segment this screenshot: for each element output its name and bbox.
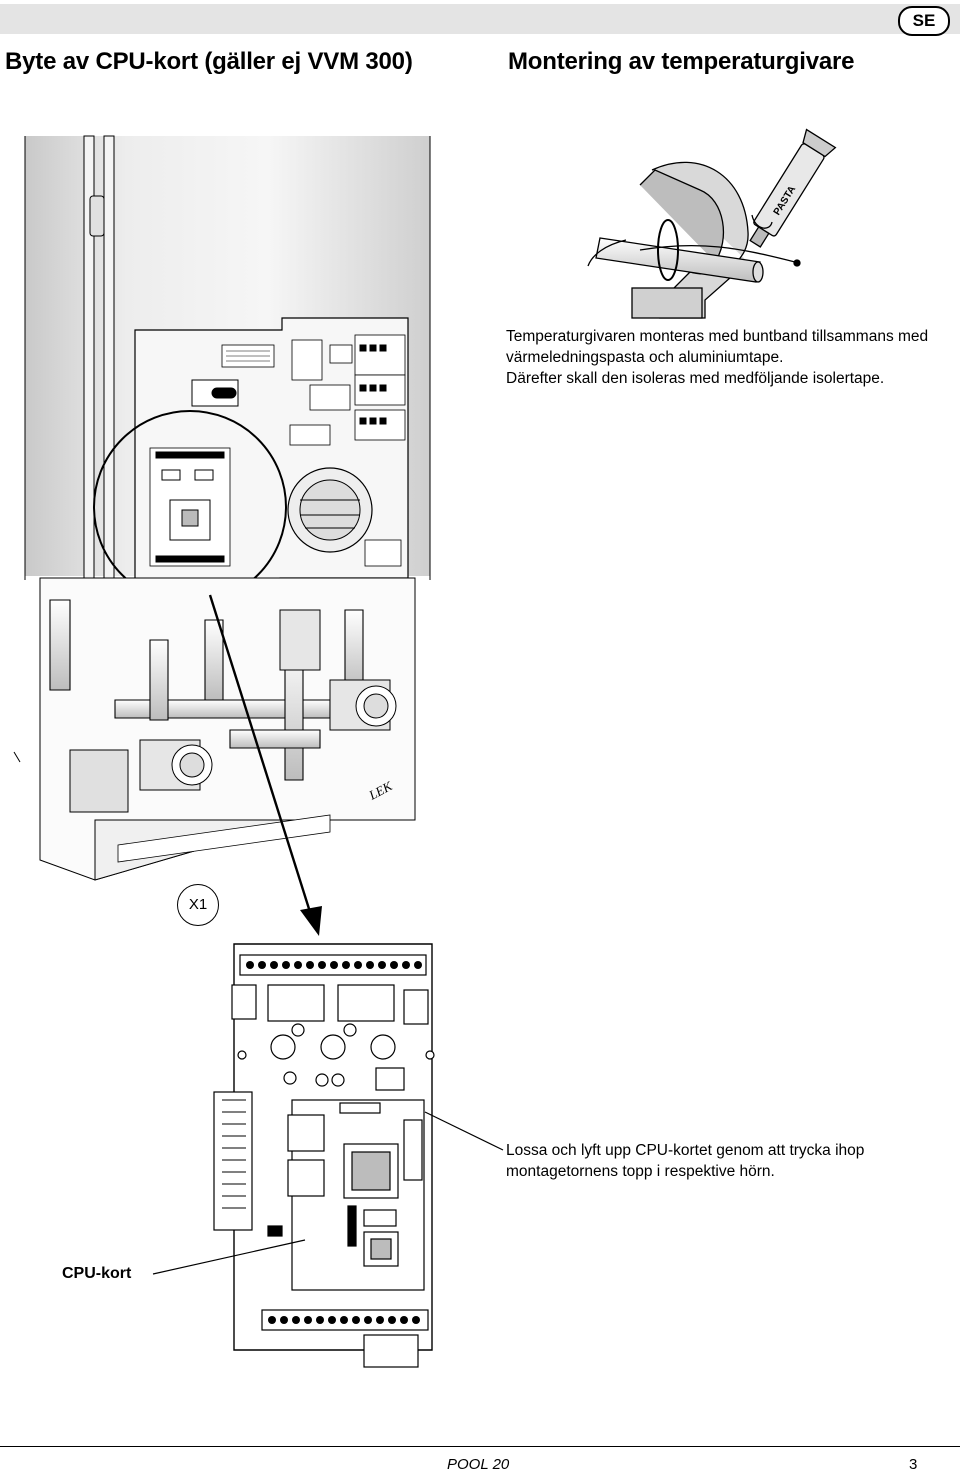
cpu-instruction: Lossa och lyft upp CPU-kortet genom att … xyxy=(506,1142,865,1180)
footer-divider xyxy=(0,1446,960,1447)
pointer-arrow xyxy=(208,594,322,936)
sensor-paragraph-2: Därefter skall den isoleras med medfölja… xyxy=(506,370,885,387)
sensor-paragraph-1: Temperaturgivaren monteras med buntband … xyxy=(506,328,929,366)
circulation-pumps xyxy=(139,609,397,791)
footer-page-number: 3 xyxy=(909,1456,918,1473)
section-title-sensor: Montering av temperaturgivare xyxy=(508,48,855,75)
footer-doc-title: POOL 20 xyxy=(447,1456,510,1473)
sensor-instructions: Temperaturgivaren monteras med buntband … xyxy=(506,326,946,389)
unit-illustration: LEK xyxy=(13,135,431,881)
connector-x1-label: X1 xyxy=(177,884,219,926)
cpu-board-label: CPU-kort xyxy=(62,1265,132,1282)
language-badge: SE xyxy=(898,6,950,36)
section-title-cpu: Byte av CPU-kort (gäller ej VVM 300) xyxy=(5,48,413,75)
header-bar xyxy=(0,4,960,34)
sensor-mounting-illustration: PASTA xyxy=(587,128,837,319)
leader-lines xyxy=(152,1111,504,1275)
paste-tube: PASTA xyxy=(749,128,837,248)
cpu-board-detail xyxy=(213,943,435,1368)
